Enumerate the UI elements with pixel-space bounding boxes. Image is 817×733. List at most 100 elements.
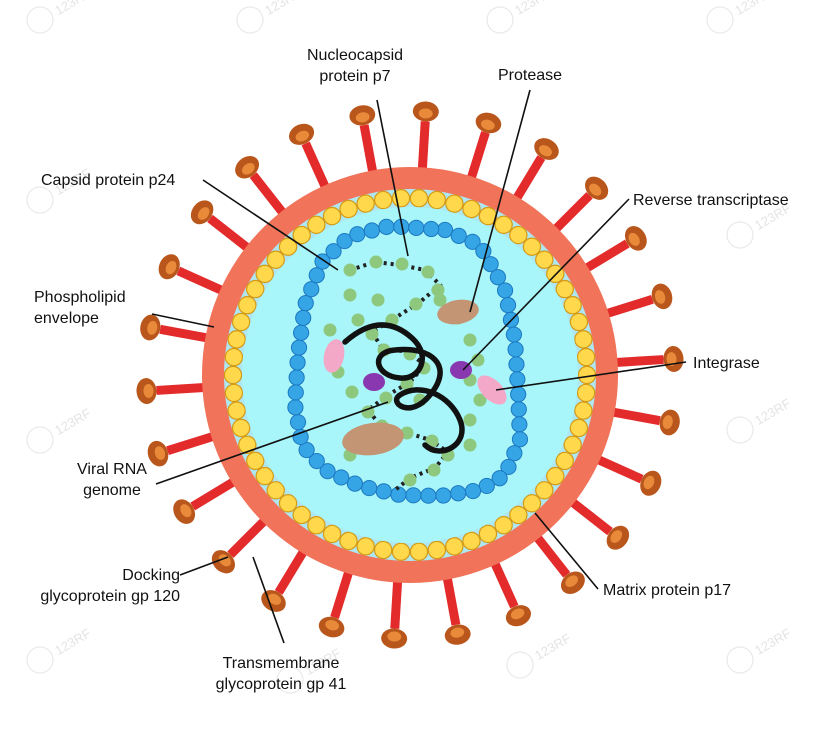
matrix-bead [575,402,592,419]
svg-text:123RF: 123RF [512,0,553,18]
matrix-bead [340,532,357,549]
label-reverse-transcriptase: Reverse transcriptase [633,192,789,209]
capsid-bead [364,223,379,238]
capsid-bead [511,387,526,402]
svg-text:123RF: 123RF [52,405,93,438]
matrix-bead [308,517,325,534]
gp120-cap [155,251,184,283]
matrix-bead [564,436,581,453]
gp120-cap [443,622,472,646]
gp120-cap [658,408,682,437]
svg-text:123RF: 123RF [732,0,773,18]
matrix-bead [239,436,256,453]
svg-text:123RF: 123RF [532,630,573,663]
matrix-bead [308,216,325,233]
nucleocapsid-p7 [464,414,477,427]
matrix-bead [247,281,264,298]
svg-text:123RF: 123RF [752,395,793,428]
capsid-bead [436,488,451,503]
matrix-bead [495,517,512,534]
matrix-bead [225,348,242,365]
matrix-bead [247,452,264,469]
watermark: 123RF [22,0,96,38]
capsid-bead [437,222,452,237]
capsid-bead [289,370,304,385]
nucleocapsid-p7 [344,289,357,302]
capsid-bead [479,478,494,493]
matrix-bead [267,482,284,499]
capsid-bead [511,402,526,417]
nucleocapsid-p7 [464,439,477,452]
capsid-bead [298,296,313,311]
capsid-bead [406,488,421,503]
matrix-bead [495,216,512,233]
nucleocapsid-p7 [344,264,357,277]
nucleocapsid-p7 [352,314,365,327]
capsid-bead [409,220,424,235]
matrix-bead [575,331,592,348]
capsid-bead [288,385,303,400]
gp120-cap [636,467,665,499]
matrix-bead [523,495,540,512]
label-matrix: Matrix protein p17 [603,582,731,599]
matrix-bead [577,384,594,401]
matrix-bead [547,468,564,485]
gp120-cap [136,377,158,404]
matrix-bead [323,525,340,542]
capsid-bead [451,228,466,243]
watermark: 123RF [482,0,556,38]
capsid-bead [296,310,311,325]
nucleocapsid-p7 [464,334,477,347]
matrix-bead [536,251,553,268]
label-phospholipid: Phospholipidenvelope [34,289,126,327]
watermark: 123RF [502,625,576,683]
nucleocapsid-p7 [410,298,423,311]
matrix-bead [446,195,463,212]
matrix-bead [267,251,284,268]
capsid-bead [290,415,305,430]
watermark: 123RF [22,620,96,678]
matrix-bead [428,541,445,558]
label-nucleocapsid: Nucleocapsidprotein p7 [307,47,403,85]
matrix-bead [279,495,296,512]
matrix-bead [375,541,392,558]
capsid-bead [512,432,527,447]
watermark: 123RF [702,0,776,38]
capsid-bead [291,340,306,355]
capsid-bead [510,372,525,387]
gp120-cap [138,313,162,342]
matrix-bead [410,543,427,560]
gp120-cap [663,345,685,372]
svg-text:123RF: 123RF [262,0,303,18]
svg-text:123RF: 123RF [52,0,93,18]
capsid-bead [379,219,394,234]
matrix-bead [410,190,427,207]
matrix-bead [239,297,256,314]
svg-text:123RF: 123RF [52,625,93,658]
capsid-bead [309,268,324,283]
gp120-cap [286,120,318,149]
watermark: 123RF [22,400,96,458]
capsid-bead [294,325,309,340]
gp120-cap [412,101,439,123]
matrix-bead [536,482,553,499]
capsid-bead [421,488,436,503]
nucleocapsid-p7 [346,386,359,399]
matrix-bead [340,200,357,217]
capsid-bead [424,221,439,236]
matrix-bead [323,207,340,224]
nucleocapsid-p7 [324,324,337,337]
watermark: 123RF [232,0,306,38]
label-capsid: Capsid protein p24 [41,172,175,189]
nucleocapsid-p7 [422,266,435,279]
matrix-bead [570,419,587,436]
label-protease: Protease [498,67,562,84]
matrix-bead [577,348,594,365]
matrix-bead [293,506,310,523]
capsid-bead [334,470,349,485]
capsid-bead [465,483,480,498]
